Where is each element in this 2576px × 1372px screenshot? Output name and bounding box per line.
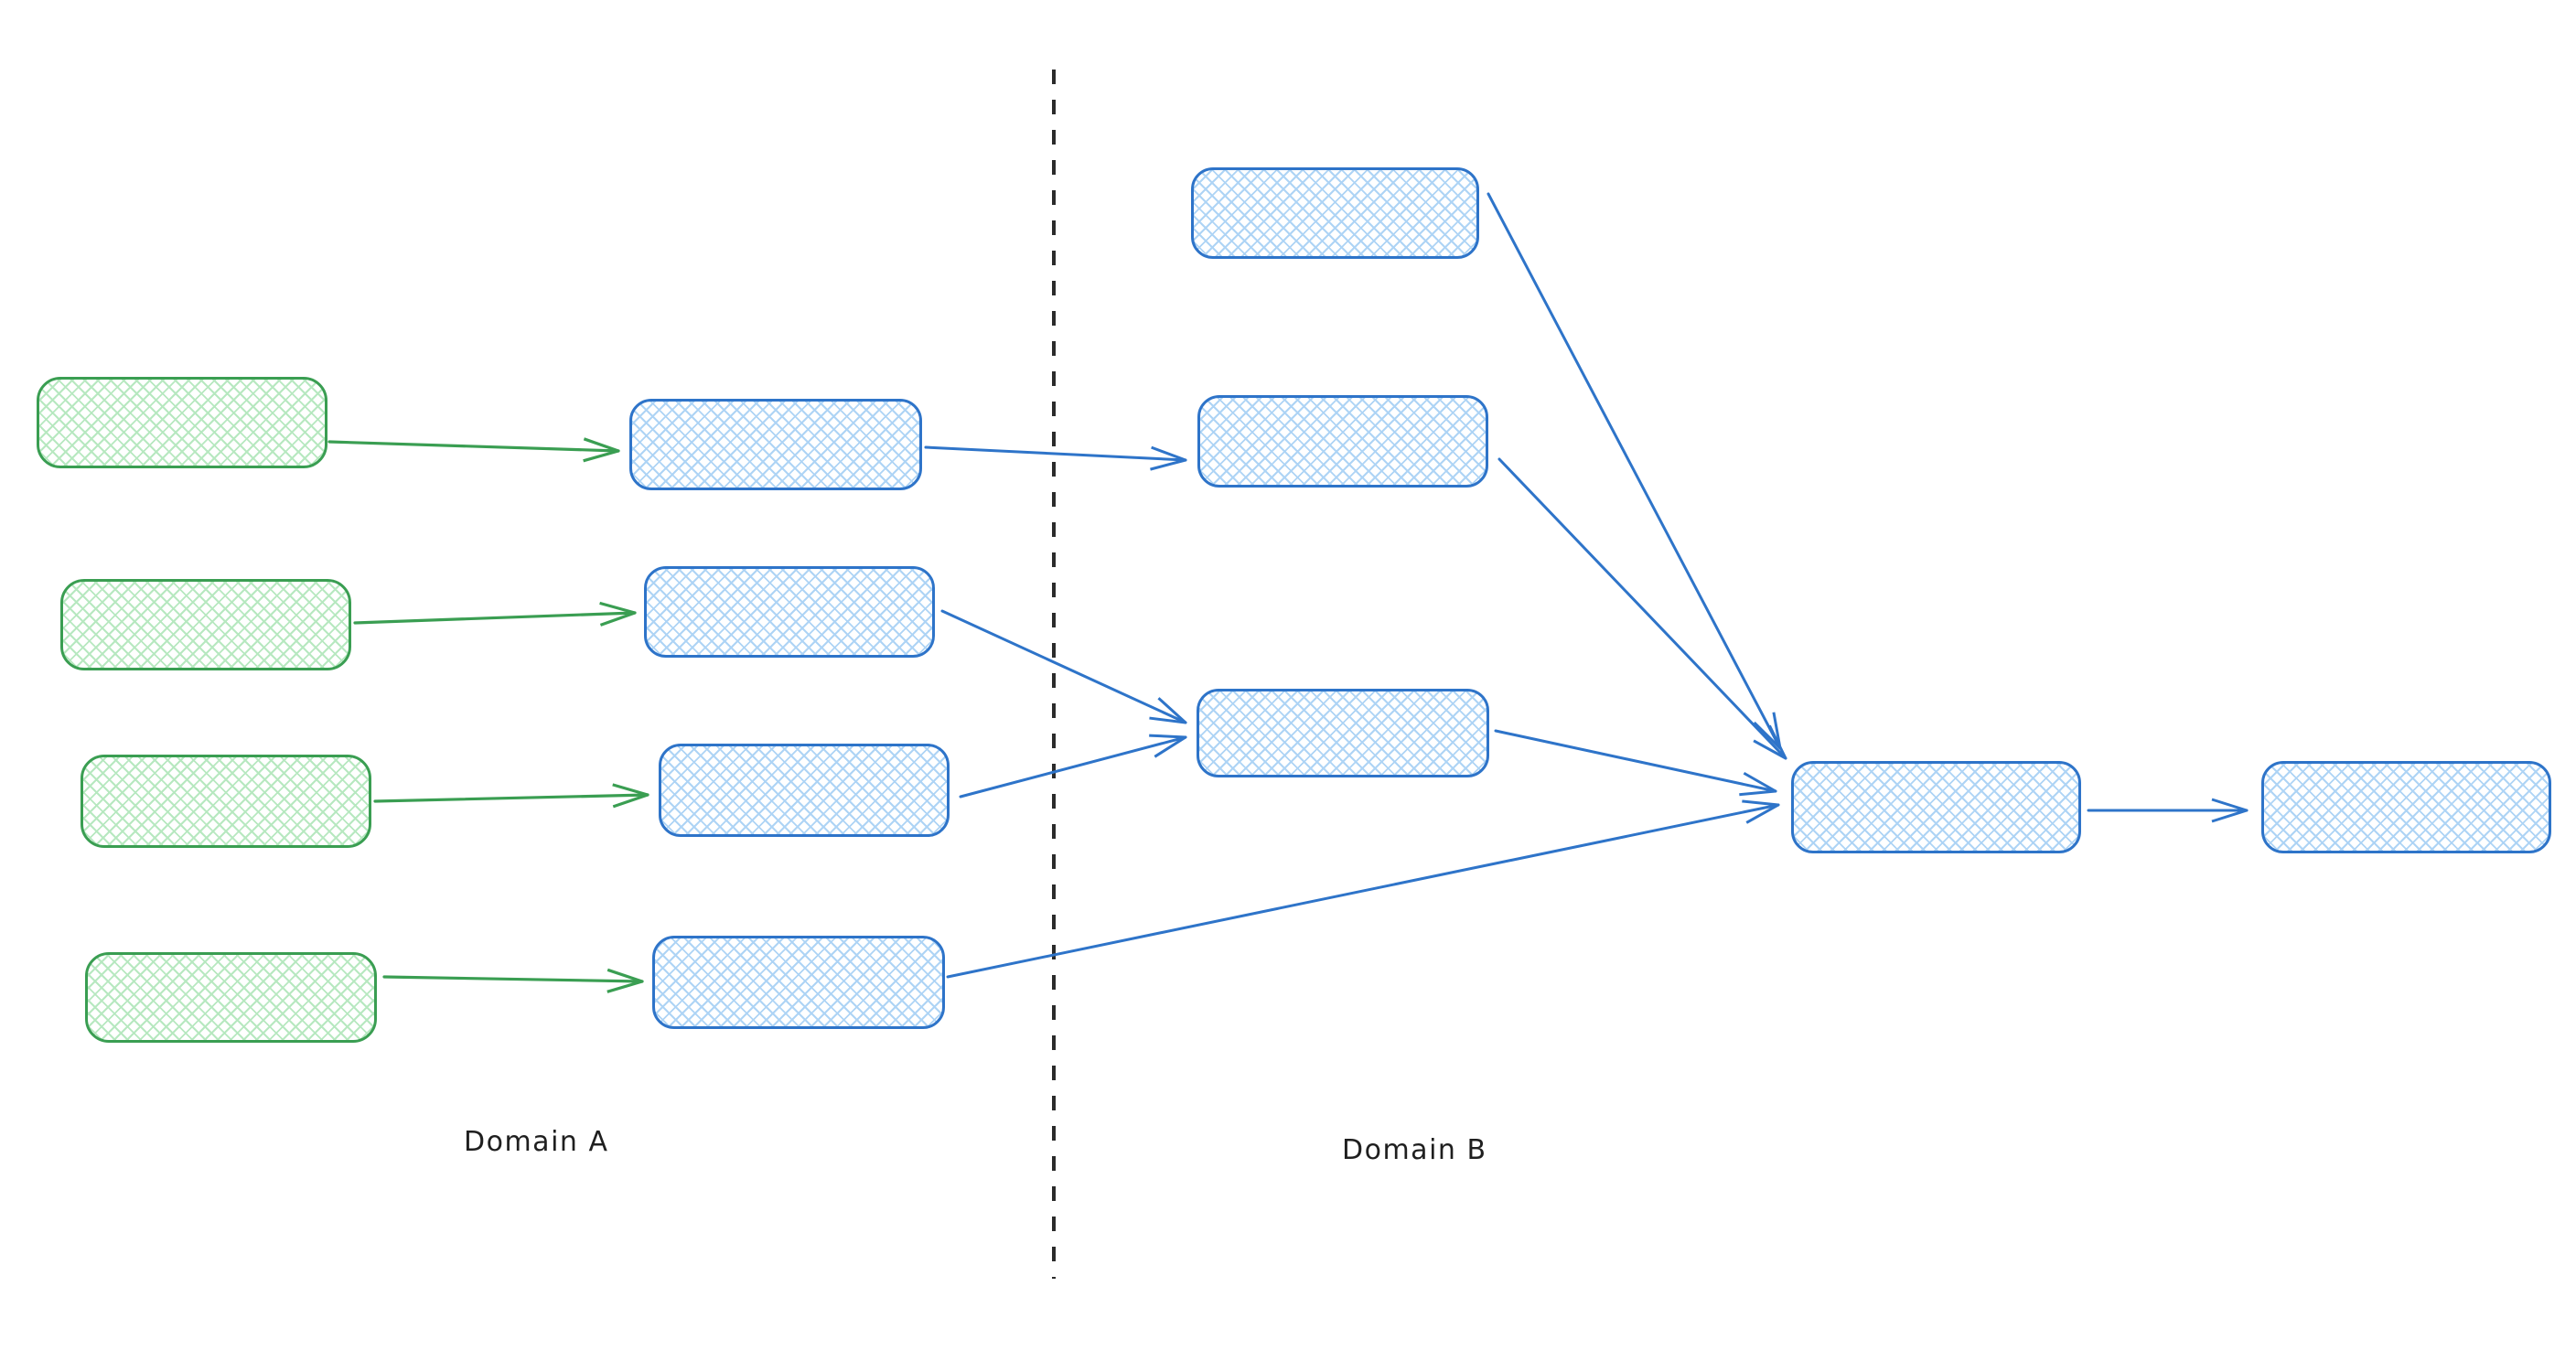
arrow-process1-to-b-middle: [924, 445, 1187, 471]
arrow-process3-to-b-lower: [959, 734, 1187, 799]
arrow-process4-to-merge: [946, 799, 1780, 979]
domain-a-process-node-4: [652, 936, 945, 1029]
domain-a-process-node-1: [629, 399, 922, 490]
arrow-b-top-to-merge: [1487, 192, 1782, 750]
domain-a-label: Domain A: [464, 1126, 609, 1158]
arrow-source2-to-process2: [353, 601, 637, 627]
output-node: [2261, 761, 2551, 853]
domain-a-process-node-3: [659, 744, 950, 837]
domain-b-node-lower: [1197, 689, 1489, 777]
domain-b-label: Domain B: [1342, 1134, 1487, 1166]
arrow-process2-to-b-lower: [940, 609, 1187, 724]
arrow-source4-to-process4: [382, 968, 644, 993]
arrow-source1-to-process1: [327, 437, 620, 463]
arrow-source3-to-process3: [373, 783, 649, 809]
domain-a-source-node-4: [85, 952, 377, 1043]
domain-b-node-middle: [1197, 395, 1488, 488]
arrow-b-middle-to-merge: [1497, 457, 1787, 760]
domain-b-merge-node: [1791, 761, 2081, 853]
domain-a-source-node-3: [80, 755, 371, 848]
domain-b-node-top: [1191, 167, 1479, 259]
domain-a-source-node-2: [60, 579, 351, 670]
domain-a-process-node-2: [644, 566, 935, 658]
domain-a-source-node-1: [37, 377, 327, 468]
arrow-b-lower-to-merge: [1494, 729, 1777, 797]
